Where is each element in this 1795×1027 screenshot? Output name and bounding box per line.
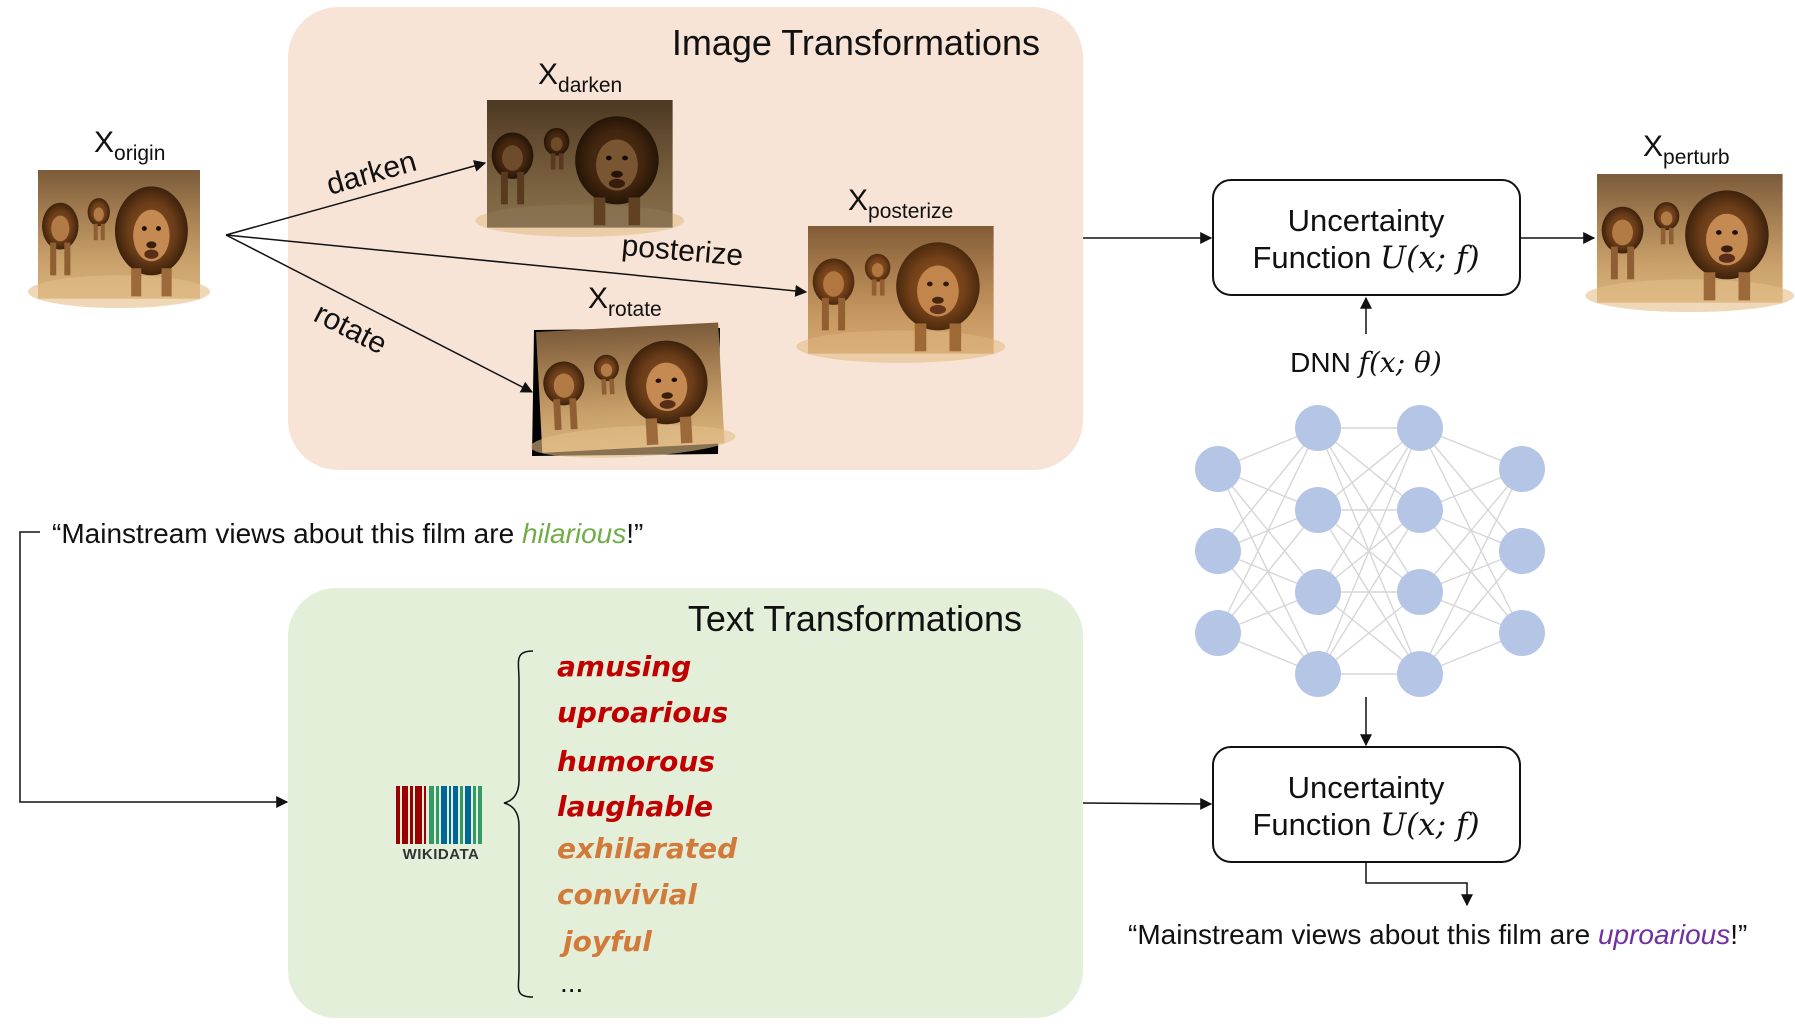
dnn-node: [1295, 405, 1341, 451]
wikidata-bar: [478, 786, 482, 844]
dnn-label: DNN f(x; θ): [1290, 346, 1442, 379]
synonym-brace: [503, 650, 534, 998]
perturbed-image: [1585, 174, 1795, 313]
dnn-node: [1499, 446, 1545, 492]
wikidata-label: WIKIDATA: [403, 846, 480, 863]
text-transformations-title: Text Transformations: [688, 598, 1022, 639]
original-sentence: “Mainstream views about this film are hi…: [52, 518, 643, 549]
dnn-node: [1195, 528, 1241, 574]
dnn-node: [1195, 610, 1241, 656]
wikidata-bar: [473, 786, 476, 844]
dnn-nodes: [1195, 405, 1545, 697]
darkened-image: [475, 100, 685, 237]
dnn-edges: [1217, 427, 1523, 675]
darken-arrow: [225, 160, 487, 236]
dnn-node: [1295, 651, 1341, 697]
synonym-item: humorous: [557, 745, 715, 778]
posterized-image: [796, 226, 1006, 363]
wikidata-bar: [429, 786, 434, 844]
wikidata-bar: [460, 786, 463, 844]
x-rotate-label: Xrotate: [588, 282, 662, 321]
wikidata-bar: [436, 786, 439, 844]
synonym-item: joyful: [559, 925, 652, 958]
wikidata-bar: [465, 786, 471, 844]
synonym-list: amusing uproarious humorous laughable exhila…: [557, 650, 738, 998]
uncertainty-bottom-line1: Uncertainty: [1288, 770, 1445, 805]
wikidata-bar: [402, 786, 408, 844]
dnn-node: [1397, 405, 1443, 451]
text-to-uncertainty-arrow: [1082, 797, 1213, 810]
synonym-ellipsis: ...: [560, 967, 583, 998]
uncertainty-top-line1: Uncertainty: [1288, 203, 1445, 238]
wikidata-bar: [396, 786, 400, 844]
synonym-item: uproarious: [557, 696, 728, 729]
wikidata-bar: [410, 786, 413, 844]
dnn-node: [1499, 528, 1545, 574]
wikidata-bar: [441, 786, 447, 844]
dnn-edge: [1217, 509, 1319, 634]
dnn-node: [1499, 610, 1545, 656]
dnn-edge: [1317, 427, 1421, 675]
dnn-node: [1295, 569, 1341, 615]
dnn-edge: [1317, 427, 1421, 593]
dnn-node: [1397, 487, 1443, 533]
x-origin-label: Xorigin: [94, 126, 165, 165]
dnn-node: [1397, 651, 1443, 697]
wikidata-bar: [424, 786, 426, 844]
synonym-item: amusing: [557, 650, 691, 683]
sentence-to-text-panel-arrow: [19, 531, 289, 808]
text-transformations-panel: [288, 588, 1083, 1018]
synonym-item: laughable: [557, 790, 713, 823]
rotated-image: [524, 321, 737, 463]
dnn-edge: [1317, 509, 1421, 675]
wikidata-bar: [415, 786, 422, 844]
x-posterize-label: Xposterize: [848, 184, 953, 223]
dnn-edge: [1217, 427, 1319, 634]
x-perturb-label: Xperturb: [1643, 130, 1730, 169]
x-darken-label: Xdarken: [538, 58, 622, 97]
synonym-item: exhilarated: [557, 832, 738, 865]
synonym-item: convivial: [557, 878, 697, 911]
dnn-edge: [1419, 468, 1523, 593]
origin-image: [27, 170, 211, 309]
uncertainty-top-line2: Function U(x; f): [1252, 240, 1479, 276]
dnn-edge: [1419, 550, 1523, 675]
uncertainty-bottom-line2: Function U(x; f): [1252, 807, 1479, 843]
perturbed-sentence: “Mainstream views about this film are up…: [1128, 919, 1747, 950]
wikidata-logo: [396, 786, 482, 844]
dnn-edge: [1217, 427, 1319, 552]
posterize-arrow: [225, 234, 808, 297]
dnn-node: [1397, 569, 1443, 615]
uncertainty-to-sentence-arrow: [1365, 862, 1473, 907]
dnn-edge: [1419, 468, 1523, 675]
dnn-node: [1295, 487, 1341, 533]
image-transformations-title: Image Transformations: [672, 22, 1040, 63]
wikidata-bar: [449, 786, 451, 844]
dnn-node: [1195, 446, 1241, 492]
rotate-arrow: [225, 234, 534, 393]
wikidata-bar: [453, 786, 458, 844]
